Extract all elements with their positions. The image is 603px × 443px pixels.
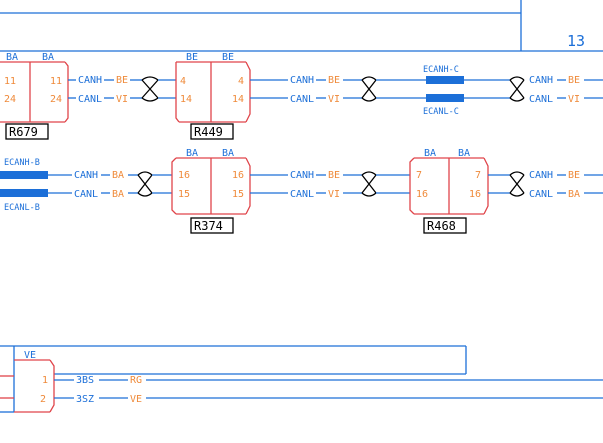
wire-vi-4: VI [328, 189, 340, 200]
connector-r679[interactable]: BA BA 11 24 11 24 R679 [0, 52, 69, 140]
wire-canh-1: CANH [78, 75, 102, 86]
wire-ba-1: BA [112, 170, 124, 181]
ecanl-c-bar [426, 94, 464, 102]
wire-ba-2: BA [112, 189, 124, 200]
r449-label: R449 [194, 125, 223, 139]
r679-right-tag: BA [42, 52, 54, 63]
ecanh-b-bar [0, 171, 48, 179]
wire-3bs: 3BS [76, 375, 94, 386]
r468-label: R468 [427, 219, 456, 233]
r468-pin-left-1: 7 [416, 170, 422, 181]
r468-right-tag: BA [458, 148, 470, 159]
r449-pin-right-2: 14 [232, 94, 244, 105]
ve-tag: VE [24, 350, 36, 361]
connector-ve[interactable]: VE 1 2 3BS 3SZ RG VE [0, 345, 603, 413]
r679-pin-left-1: 11 [4, 76, 16, 87]
wire-ve: VE [130, 394, 142, 405]
wire-canl-3: CANL [529, 94, 553, 105]
wire-canl-5: CANL [290, 189, 314, 200]
wire-row2-right: CANH CANL BE BA [488, 170, 603, 200]
wire-row1-mid: CANH CANL BE VI ECANH-C ECANL-C CANH CAN… [250, 65, 603, 117]
ecanh-c-bar [426, 76, 464, 84]
r679-pin-right-2: 24 [50, 94, 62, 105]
r449-pin-left-1: 4 [180, 76, 186, 87]
wire-vi-3: VI [568, 94, 580, 105]
r468-left-tag: BA [424, 148, 436, 159]
r374-pin-right-1: 16 [232, 170, 244, 181]
twist-symbol-1 [141, 76, 159, 102]
wire-canh-6: CANH [529, 170, 553, 181]
ve-pin-2: 2 [40, 394, 46, 405]
wire-canl-2: CANL [290, 94, 314, 105]
ecanl-c-label: ECANL-C [423, 107, 459, 117]
twist-symbol-6 [509, 171, 525, 197]
wire-canl-1: CANL [78, 94, 102, 105]
connector-r449[interactable]: BE BE 4 14 4 14 R449 [175, 52, 251, 140]
r374-left-tag: BA [186, 148, 198, 159]
r374-label: R374 [194, 219, 223, 233]
wire-vi-1: VI [116, 94, 128, 105]
r468-pin-right-1: 7 [475, 170, 481, 181]
twist-symbol-5 [361, 171, 377, 197]
wire-row2-mid: CANH CANL BE VI [250, 170, 410, 200]
r468-pin-left-2: 16 [416, 189, 428, 200]
wire-be-1: BE [116, 75, 128, 86]
ecanl-b-label: ECANL-B [4, 203, 40, 213]
r679-left-tag: BA [6, 52, 18, 63]
wire-be-5: BE [568, 170, 580, 181]
twist-symbol-2 [361, 76, 377, 102]
ecanh-b-label: ECANH-B [4, 158, 40, 168]
ecanh-c-label: ECANH-C [423, 65, 459, 75]
wire-canl-6: CANL [529, 189, 553, 200]
wire-be-2: BE [328, 75, 340, 86]
connector-r468[interactable]: BA BA 7 16 7 16 R468 [409, 148, 489, 234]
wire-row2-left: ECANH-B ECANL-B CANH CANL BA BA [0, 158, 172, 213]
r374-pin-left-1: 16 [178, 170, 190, 181]
wire-canh-3: CANH [529, 75, 553, 86]
wire-be-4: BE [328, 170, 340, 181]
r679-pin-right-1: 11 [50, 76, 62, 87]
r374-pin-right-2: 15 [232, 189, 244, 200]
wire-canh-5: CANH [290, 170, 314, 181]
connector-r374[interactable]: BA BA 16 15 16 15 R374 [171, 148, 251, 234]
r449-pin-left-2: 14 [180, 94, 192, 105]
wire-vi-2: VI [328, 94, 340, 105]
r449-pin-right-1: 4 [238, 76, 244, 87]
r374-right-tag: BA [222, 148, 234, 159]
r679-pin-left-2: 24 [4, 94, 16, 105]
wire-3sz: 3SZ [76, 394, 94, 405]
wire-ba-3: BA [568, 189, 580, 200]
r374-pin-left-2: 15 [178, 189, 190, 200]
r679-label: R679 [9, 125, 38, 139]
wire-row1-left: CANH CANL BE VI [68, 75, 176, 105]
wire-canh-4: CANH [74, 170, 98, 181]
twist-symbol-3 [509, 76, 525, 102]
ecanl-b-bar [0, 189, 48, 197]
wire-canh-2: CANH [290, 75, 314, 86]
ve-pin-1: 1 [42, 375, 48, 386]
r449-left-tag: BE [186, 52, 198, 63]
r468-pin-right-2: 16 [469, 189, 481, 200]
wire-be-3: BE [568, 75, 580, 86]
page-number: 13 [567, 32, 585, 50]
wire-canl-4: CANL [74, 189, 98, 200]
r449-right-tag: BE [222, 52, 234, 63]
wire-rg: RG [130, 375, 142, 386]
twist-symbol-4 [137, 171, 153, 197]
